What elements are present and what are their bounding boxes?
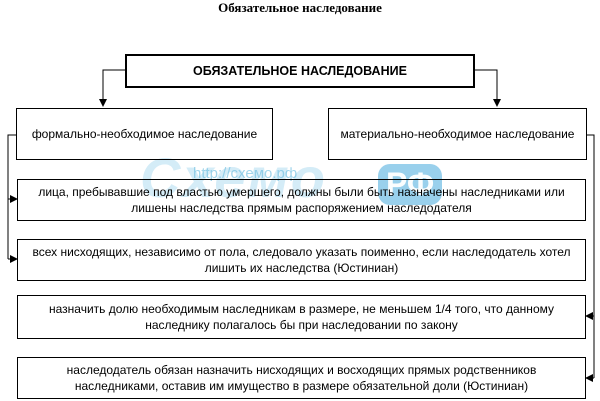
watermark-url: http://схемо.рф: [193, 165, 298, 182]
connector-right-bus: [587, 134, 595, 378]
page-title: Обязательное наследование: [218, 0, 382, 15]
connector-left-bus: [7, 134, 16, 259]
left-box: формально-необходимое наследование: [16, 108, 273, 160]
row-box-1: лица, пребывавшие под властью умершего, …: [17, 179, 586, 221]
watermark-rf-badge: РФ: [378, 164, 443, 205]
main-box: ОБЯЗАТЕЛЬНОЕ НАСЛЕДОВАНИЕ: [125, 54, 475, 88]
connector-main-right: [475, 69, 501, 107]
connector-main-left: [99, 69, 125, 107]
row-box-2: всех нисходящих, независимо от пола, сле…: [17, 239, 586, 281]
right-box: материально-необходимое наследование: [328, 108, 587, 160]
watermark-logo: Схемо: [140, 146, 327, 209]
row-box-3: назначить долю необходимым наследникам в…: [17, 295, 586, 339]
row-box-4: наследодатель обязан назначить нисходящи…: [17, 357, 586, 399]
